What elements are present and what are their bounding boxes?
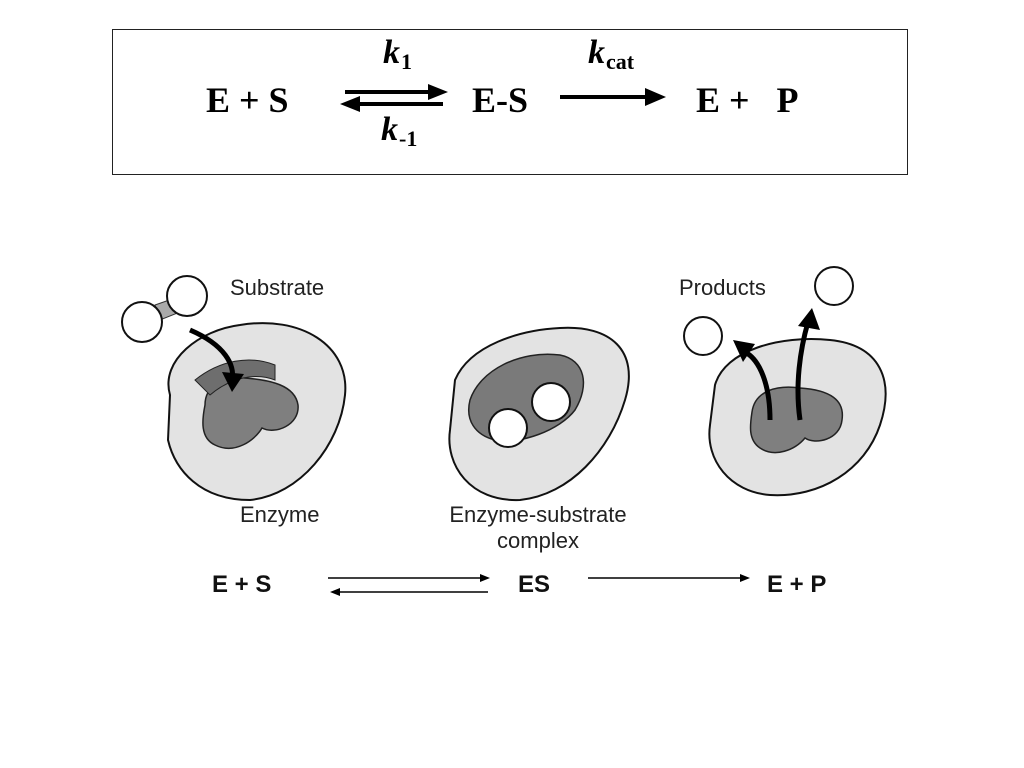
substrate-molecule xyxy=(121,275,208,343)
kcat-arrow-top xyxy=(560,88,666,106)
k-minus1-label: k-1 xyxy=(381,111,418,152)
rate-equation-box xyxy=(112,29,908,175)
enzyme-label: Enzyme xyxy=(240,502,320,527)
complex-figure-label: Enzyme-substrate complex xyxy=(433,502,643,554)
enzyme-substrate-complex-shape xyxy=(448,326,630,502)
bottom-complex-label: ES xyxy=(518,571,551,598)
kcat-label: kcat xyxy=(588,34,635,75)
complex-label-line1: Enzyme-substrate xyxy=(449,502,627,527)
equilibrium-arrows-bottom xyxy=(328,574,490,596)
bottom-products-label: E + P xyxy=(767,571,827,598)
equilibrium-arrows-top xyxy=(340,84,448,112)
reactants-label: E + S xyxy=(206,80,289,120)
k1-label: k1 xyxy=(383,34,412,75)
products-figure-label: Products xyxy=(679,275,766,300)
catalysis-arrow-bottom xyxy=(588,574,750,582)
bottom-reactants-label: E + S xyxy=(212,571,272,598)
binding-arrow-head xyxy=(222,372,244,392)
complex-label-line2: complex xyxy=(497,528,579,553)
product-molecules xyxy=(683,266,854,356)
products-label: E + P xyxy=(696,80,799,120)
release-arrows xyxy=(733,308,820,421)
enzyme-shape xyxy=(166,322,347,502)
complex-label: E-S xyxy=(472,80,529,120)
substrate-label: Substrate xyxy=(230,275,325,300)
